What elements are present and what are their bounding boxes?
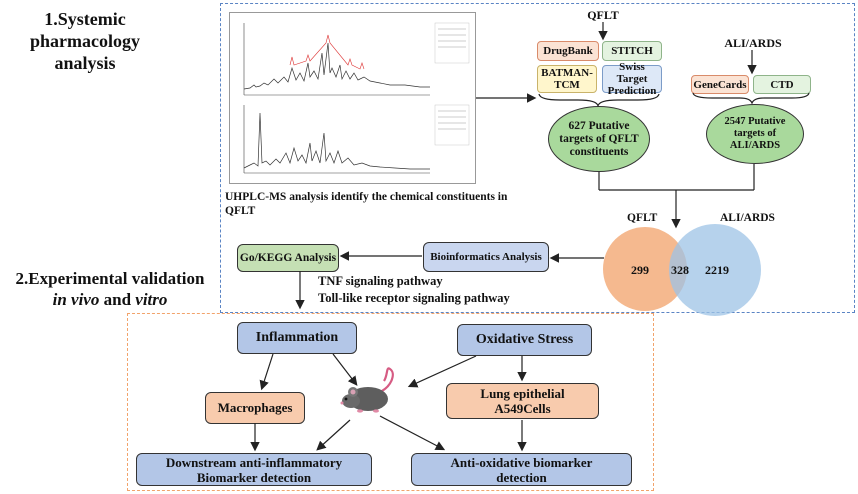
db-drugbank: DrugBank	[537, 41, 599, 61]
qflt-header: QFLT	[587, 8, 619, 22]
chromatogram-panel	[229, 12, 476, 184]
ali-header: ALI/ARDS	[724, 36, 782, 50]
section2-title: 2.Experimental validation in vivo and vi…	[15, 269, 205, 309]
venn-right-label: ALI/ARDS	[720, 212, 775, 224]
venn-left-count: 299	[631, 263, 649, 277]
pathway-list: TNF signaling pathway Toll-like receptor…	[318, 273, 510, 307]
venn-right-count: 2219	[705, 263, 729, 277]
chromatogram-chart	[230, 13, 475, 183]
pathway-tnf: TNF signaling pathway	[318, 274, 443, 288]
mouse-icon	[340, 367, 394, 413]
pathway-toll: Toll-like receptor signaling pathway	[318, 291, 510, 305]
venn-left-label: QFLT	[627, 212, 658, 224]
venn-diagram	[603, 224, 761, 316]
gokegg-box: Go/KEGG Analysis	[237, 244, 339, 272]
bioinformatics-box: Bioinformatics Analysis	[423, 242, 549, 272]
macrophages-box: Macrophages	[205, 392, 305, 424]
oxidative-stress-box: Oxidative Stress	[457, 324, 592, 356]
db-genecards: GeneCards	[691, 75, 749, 94]
chromatogram-caption: UHPLC-MS analysis identify the chemical …	[225, 191, 508, 217]
venn-overlap-count: 328	[671, 263, 689, 277]
antioxidative-box: Anti-oxidative biomarker detection	[411, 453, 632, 486]
db-stitch: STITCH	[602, 41, 662, 61]
qflt-targets-ellipse: 627 Putative targets of QFLT constituent…	[548, 106, 650, 172]
a549-box: Lung epithelial A549Cells	[446, 383, 599, 419]
db-batman-tcm: BATMAN-TCM	[537, 65, 597, 93]
ali-targets-ellipse: 2547 Putative targets of ALI/ARDS	[706, 104, 804, 164]
section1-title: 1.Systemic pharmacology analysis	[30, 9, 140, 73]
db-ctd: CTD	[753, 75, 811, 94]
validation-frame	[127, 313, 654, 491]
downstream-box: Downstream anti-inflammatory Biomarker d…	[136, 453, 372, 486]
inflammation-box: Inflammation	[237, 322, 357, 354]
pharmacology-frame	[220, 3, 855, 313]
